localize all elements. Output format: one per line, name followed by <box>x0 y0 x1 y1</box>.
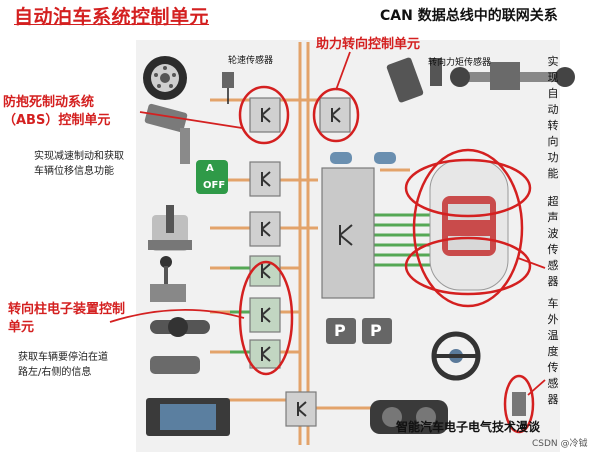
highlight-circles <box>238 85 360 376</box>
auto-hold-off-label: OFF <box>203 180 226 191</box>
control-unit-2 <box>249 161 281 197</box>
label-outside-temp-sensor: 车外温度传感器 <box>547 297 559 406</box>
car-top-view-icon <box>429 159 509 291</box>
gear-shifter-icon <box>148 205 192 251</box>
auto-hold-button-icon <box>196 160 228 194</box>
page-subtitle: CAN 数据总线中的联网关系 <box>380 8 558 24</box>
label-auto-steering-function: 实现自动转向功能 <box>547 55 559 180</box>
infotainment-unit-icon <box>146 398 230 436</box>
manual-gear-icon <box>150 256 186 302</box>
park-assist-control-unit <box>321 167 375 299</box>
brake-pedal-icon <box>144 103 190 164</box>
abs-control-unit <box>249 97 281 133</box>
power-steering-control-unit <box>319 97 351 133</box>
steering-rack-icon <box>450 62 575 90</box>
instrument-cluster-icon <box>370 400 448 434</box>
control-units <box>249 97 375 427</box>
wheel-icon <box>143 56 187 100</box>
auto-hold-letter: A <box>206 163 214 174</box>
outside-temp-sensor-icon <box>503 374 535 434</box>
control-unit-3 <box>249 211 281 247</box>
steering-column-control-unit <box>249 297 281 333</box>
steering-column-stalk-icon <box>150 317 210 337</box>
control-unit-4 <box>249 255 281 287</box>
label-power-steering-unit: 助力转向控制单元 <box>316 37 421 52</box>
steering-column-lower-icon <box>150 356 200 374</box>
label-ultrasonic-sensor: 超声波传感器 <box>547 195 559 288</box>
gateway-control-unit <box>285 391 317 427</box>
park-assist-buttons <box>326 318 392 344</box>
label-wheel-speed-sensor: 轮速传感器 <box>228 56 274 66</box>
accelerator-pedals-icon <box>386 57 442 103</box>
control-unit-glyphs <box>261 107 353 417</box>
park-assist-button-2-label: P <box>370 321 382 340</box>
page-title: 自动泊车系统控制单元 <box>14 6 210 28</box>
control-unit-6 <box>249 339 281 369</box>
wheel-speed-sensor-icon <box>222 72 234 104</box>
label-abs-unit: 防抱死制动系统（ABS）控制单元 <box>3 95 111 128</box>
connector-icons <box>330 152 396 164</box>
watermark-text: 智能汽车电子电气技术漫谈 <box>396 420 541 434</box>
pointer-lines <box>109 51 546 396</box>
park-assist-button-1-label: P <box>334 321 346 340</box>
note-abs-function: 实现减速制动和获取车辆位移信息功能 <box>34 151 124 177</box>
ultrasonic-sensor-rings <box>404 148 532 308</box>
credit-text: CSDN @冷钺 <box>532 439 588 449</box>
label-steering-column-unit: 转向柱电子装置控制单元 <box>8 302 126 335</box>
steering-wheel-icon <box>431 331 481 381</box>
label-steering-torque-sensor: 转向力矩传感器 <box>428 58 492 68</box>
note-steering-column-function: 获取车辆要停泊在道路左/右侧的信息 <box>18 352 108 378</box>
